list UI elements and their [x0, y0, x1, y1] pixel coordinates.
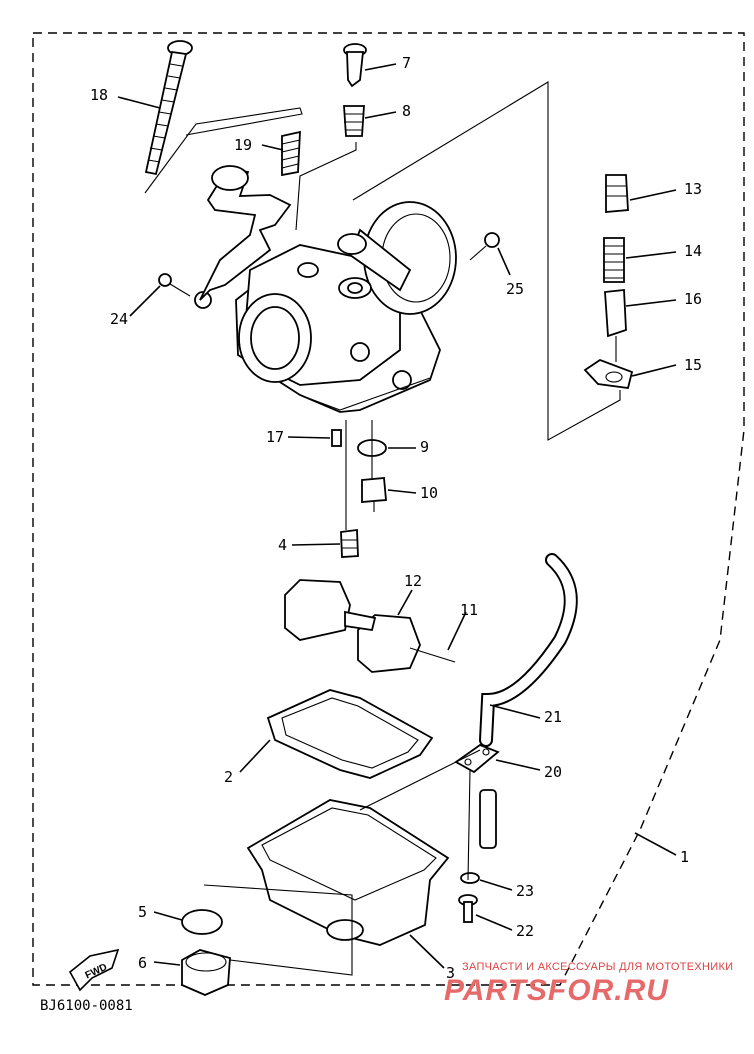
watermark-logo: PARTSFOR.RU: [444, 974, 669, 1007]
label-part-18: 18: [90, 86, 108, 104]
label-part-11: 11: [460, 601, 478, 619]
part-3-float-bowl: [246, 799, 450, 946]
assembly-lines: [144, 81, 621, 976]
part-22-screw: [458, 894, 478, 923]
part-5-oring: [181, 909, 223, 935]
part-labels: 1 2 3 4 5 6 7 8 9 10 11 12 13 14 15 16 1…: [90, 54, 702, 982]
label-part-10: 10: [420, 484, 438, 502]
part-18-long-screw: [144, 40, 193, 176]
label-part-8: 8: [402, 102, 411, 120]
watermark-tagline: ЗАПЧАСТИ И АКСЕССУАРЫ ДЛЯ МОТОТЕХНИКИ: [462, 961, 733, 973]
label-part-21: 21: [544, 708, 562, 726]
part-7-screw: [343, 43, 367, 88]
label-part-14: 14: [684, 242, 702, 260]
label-part-12: 12: [404, 572, 422, 590]
part-6-drain-plug: [181, 949, 231, 996]
part-13-fitting: [605, 174, 629, 213]
label-part-25: 25: [506, 280, 524, 298]
part-24-screw: [158, 273, 191, 297]
label-part-20: 20: [544, 763, 562, 781]
label-part-3: 3: [446, 964, 455, 982]
label-part-15: 15: [684, 356, 702, 374]
part-16-plunger: [604, 289, 627, 362]
part-21-hose: [479, 553, 578, 747]
part-12-float: [284, 579, 456, 673]
part-17-pin: [331, 429, 342, 447]
drawing-code: BJ6100-0081: [40, 998, 133, 1014]
label-part-2: 2: [224, 768, 233, 786]
label-part-9: 9: [420, 438, 429, 456]
label-part-6: 6: [138, 954, 147, 972]
carburetor-body: [194, 165, 457, 413]
part-14-spring: [603, 237, 625, 283]
label-leaders: [117, 63, 677, 969]
label-part-23: 23: [516, 882, 534, 900]
label-part-22: 22: [516, 922, 534, 940]
label-part-7: 7: [402, 54, 411, 72]
part-20-plate: [454, 743, 500, 774]
part-10-jet: [361, 477, 387, 512]
part-25-screw: [469, 232, 500, 261]
part-8-spring: [343, 105, 365, 137]
label-part-24: 24: [110, 310, 128, 328]
part-19-spring: [281, 130, 301, 177]
tube: [479, 789, 497, 849]
fwd-arrow-icon: FWD: [68, 948, 120, 992]
part-4-main-jet: [340, 528, 359, 558]
label-part-1: 1: [680, 848, 689, 866]
label-part-5: 5: [138, 903, 147, 921]
label-part-17: 17: [266, 428, 284, 446]
part-2-gasket: [266, 689, 434, 779]
label-part-4: 4: [278, 536, 287, 554]
label-part-13: 13: [684, 180, 702, 198]
label-part-16: 16: [684, 290, 702, 308]
part-15-plate: [583, 358, 634, 389]
label-part-19: 19: [234, 136, 252, 154]
part-23-washer: [460, 872, 480, 884]
